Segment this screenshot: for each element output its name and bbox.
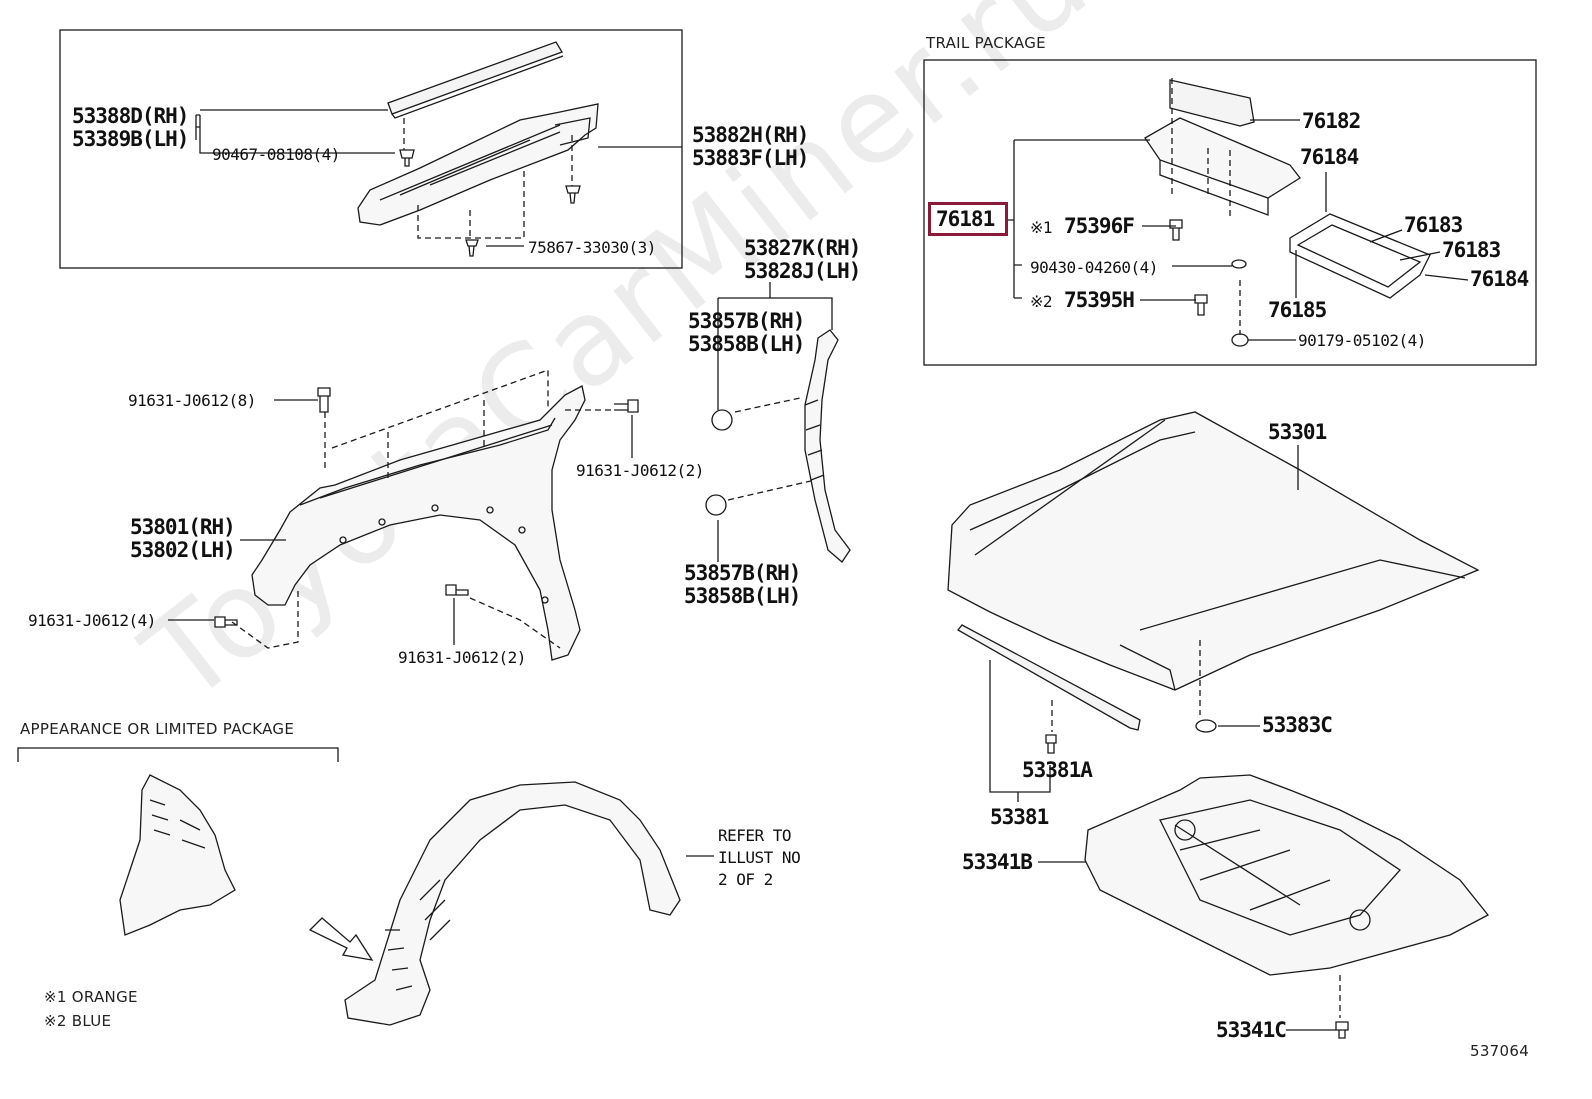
note-blue: ※2 BLUE (44, 1012, 112, 1030)
trail-package-caption: TRAIL PACKAGE (926, 34, 1046, 52)
liner-arrow (308, 917, 374, 961)
hood-parts (957, 624, 1349, 1039)
leaders-top (195, 109, 682, 247)
part-91631-2-upper[interactable]: 91631-J0612(2) (576, 461, 704, 480)
diagram-id: 537064 (1470, 1042, 1530, 1060)
seal-clips (705, 409, 733, 516)
trail-package-box (923, 59, 1537, 366)
part-90467[interactable]: 90467-08108(4) (212, 145, 340, 164)
appearance-package-bracket (17, 747, 339, 762)
part-53802[interactable]: 53802(LH) (130, 538, 236, 562)
part-76184-upper[interactable]: 76184 (1300, 145, 1359, 169)
part-76182[interactable]: 76182 (1302, 109, 1361, 133)
part-75395H[interactable]: 75395H (1064, 288, 1135, 312)
part-76184-lower[interactable]: 76184 (1470, 267, 1529, 291)
part-76181[interactable]: 76181 (936, 207, 995, 231)
part-53341B[interactable]: 53341B (962, 850, 1033, 874)
part-90430[interactable]: 90430-04260(4) (1030, 258, 1158, 277)
part-75867[interactable]: 75867-33030(3) (528, 238, 656, 257)
part-53389B[interactable]: 53389B(LH) (72, 127, 189, 151)
seal-leaders (717, 282, 833, 562)
part-53388D[interactable]: 53388D(RH) (72, 104, 189, 128)
part-53827K[interactable]: 53827K(RH) (744, 236, 861, 260)
part-53857B-upper[interactable]: 53857B(RH) (688, 309, 805, 333)
part-53857B-lower[interactable]: 53857B(RH) (684, 561, 801, 585)
part-53883F[interactable]: 53883F(LH) (692, 146, 809, 170)
refer-line-3: 2 OF 2 (718, 870, 773, 889)
part-53341C[interactable]: 53341C (1216, 1018, 1287, 1042)
part-53858B-upper[interactable]: 53858B(LH) (688, 332, 805, 356)
part-91631-4[interactable]: 91631-J0612(4) (28, 611, 156, 630)
part-53383C[interactable]: 53383C (1262, 713, 1333, 737)
fender-leaders (168, 399, 633, 645)
fender-dashed (231, 369, 612, 649)
sill-molding-box (59, 29, 683, 269)
note-mark-1: ※1 (1030, 218, 1053, 237)
part-76183-b[interactable]: 76183 (1442, 238, 1501, 262)
part-53801[interactable]: 53801(RH) (130, 515, 236, 539)
part-90179[interactable]: 90179-05102(4) (1298, 331, 1426, 350)
seal-drawing (804, 329, 851, 563)
trail-parts-drawing (1144, 79, 1431, 347)
part-53381A[interactable]: 53381A (1022, 758, 1093, 782)
insulator-drawing (1084, 774, 1489, 976)
appearance-package-caption: APPEARANCE OR LIMITED PACKAGE (20, 720, 295, 738)
sill-strip-drawing (387, 41, 564, 119)
part-76183-a[interactable]: 76183 (1404, 213, 1463, 237)
refer-line-2: ILLUST NO (718, 848, 801, 867)
trail-leaders (1008, 78, 1469, 341)
fender-drawing (251, 385, 586, 661)
part-53381[interactable]: 53381 (990, 805, 1049, 829)
refer-line-1: REFER TO (718, 826, 792, 845)
hood-drawing (947, 411, 1480, 691)
part-75396F[interactable]: 75396F (1064, 214, 1135, 238)
part-53301[interactable]: 53301 (1268, 420, 1327, 444)
part-76185[interactable]: 76185 (1268, 298, 1327, 322)
highlight-76181 (928, 202, 1008, 236)
part-53858B-lower[interactable]: 53858B(LH) (684, 584, 801, 608)
part-53828J[interactable]: 53828J(LH) (744, 259, 861, 283)
hood-leaders (989, 445, 1341, 1031)
liner-drawing (344, 781, 681, 1026)
part-91631-8[interactable]: 91631-J0612(8) (128, 391, 256, 410)
sill-bracket-drawing (357, 103, 599, 226)
clip-icons-top (399, 149, 581, 257)
note-orange: ※1 ORANGE (44, 988, 138, 1006)
fender-bolts (214, 387, 639, 628)
part-91631-2-lower[interactable]: 91631-J0612(2) (398, 648, 526, 667)
liner-small-drawing (119, 774, 236, 936)
note-mark-2: ※2 (1030, 292, 1053, 311)
part-53882H[interactable]: 53882H(RH) (692, 123, 809, 147)
